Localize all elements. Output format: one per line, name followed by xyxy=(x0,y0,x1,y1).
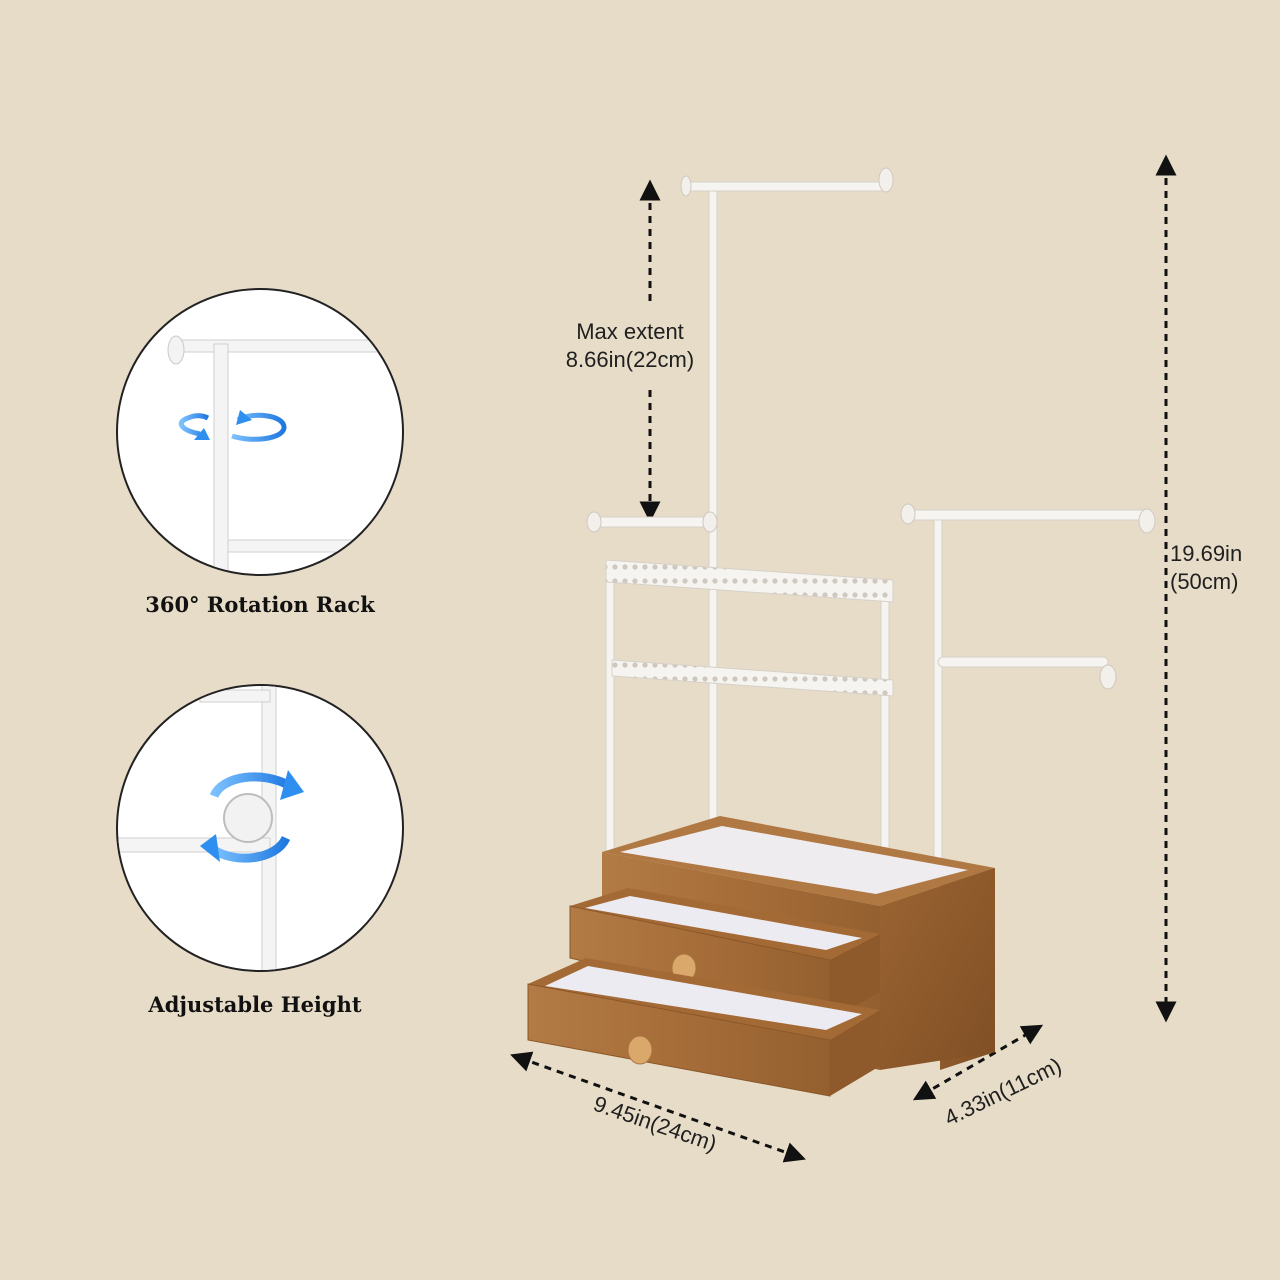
feature-rotation-circle xyxy=(116,288,404,576)
height-in: 19.69in xyxy=(1170,541,1243,566)
depth-dimension xyxy=(912,1024,1044,1101)
adjust-arrows-icon xyxy=(200,770,304,863)
width-dimension xyxy=(510,1051,806,1163)
max-extent-title: Max extent xyxy=(576,319,684,344)
feature-height-circle xyxy=(116,684,404,972)
rotation-arrows-icon xyxy=(178,410,287,442)
feature-caption-height: Adjustable Height xyxy=(148,992,362,1017)
height-cm: (50cm) xyxy=(1170,569,1239,594)
height-label: 19.69in (50cm) xyxy=(1170,540,1266,596)
jewelry-stand xyxy=(586,167,1156,916)
max-extent-label: Max extent 8.66in(22cm) xyxy=(540,318,720,374)
feature-caption-rotation: 360° Rotation Rack xyxy=(145,592,375,617)
wooden-box xyxy=(527,816,995,1097)
max-extent-value: 8.66in(22cm) xyxy=(565,347,695,372)
